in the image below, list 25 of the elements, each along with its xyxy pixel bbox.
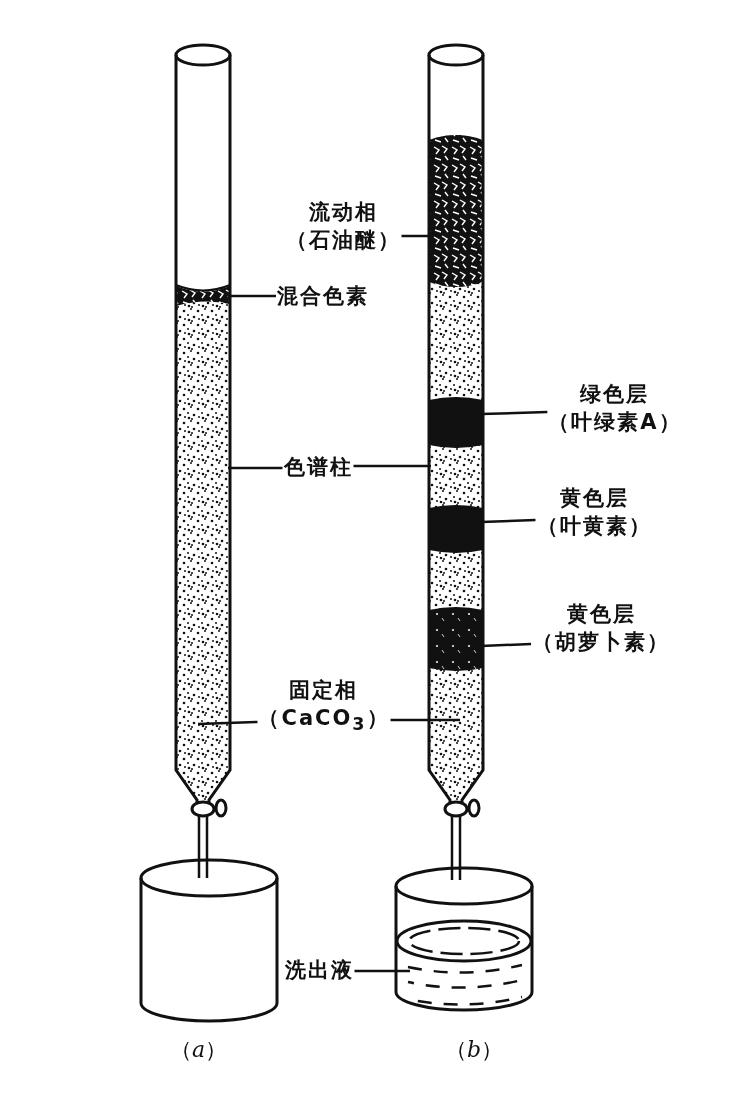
leader-line bbox=[228, 466, 283, 470]
beaker-drawing bbox=[394, 866, 534, 1012]
substance-label: （叶绿素A） bbox=[548, 409, 682, 436]
leader-line bbox=[228, 294, 276, 298]
panel-label: （a） bbox=[170, 1036, 228, 1064]
leader-line bbox=[390, 718, 460, 722]
leader-line bbox=[401, 234, 431, 238]
part-label: 绿色层 bbox=[580, 381, 650, 408]
part-label: 流动相 bbox=[308, 199, 378, 226]
part-label: 混合色素 bbox=[277, 283, 369, 310]
leader-line bbox=[354, 969, 410, 973]
chromatography-column-drawing bbox=[427, 43, 485, 882]
substance-label: （叶黄素） bbox=[536, 513, 652, 540]
part-label: 黄色层 bbox=[566, 601, 636, 628]
substance-label: （CaCO$_{3}$） bbox=[258, 705, 390, 737]
substance-label: （胡萝卜素） bbox=[532, 629, 670, 656]
panel-label: （b） bbox=[445, 1036, 504, 1064]
beaker-drawing bbox=[139, 858, 279, 1023]
part-label: 固定相 bbox=[289, 677, 359, 704]
part-label: 洗出液 bbox=[284, 957, 354, 984]
leader-line bbox=[197, 720, 258, 726]
part-label: 黄色层 bbox=[559, 485, 629, 512]
leader-line bbox=[353, 464, 431, 468]
part-label: 色谱柱 bbox=[283, 454, 353, 481]
substance-label: （石油醚） bbox=[285, 227, 401, 254]
